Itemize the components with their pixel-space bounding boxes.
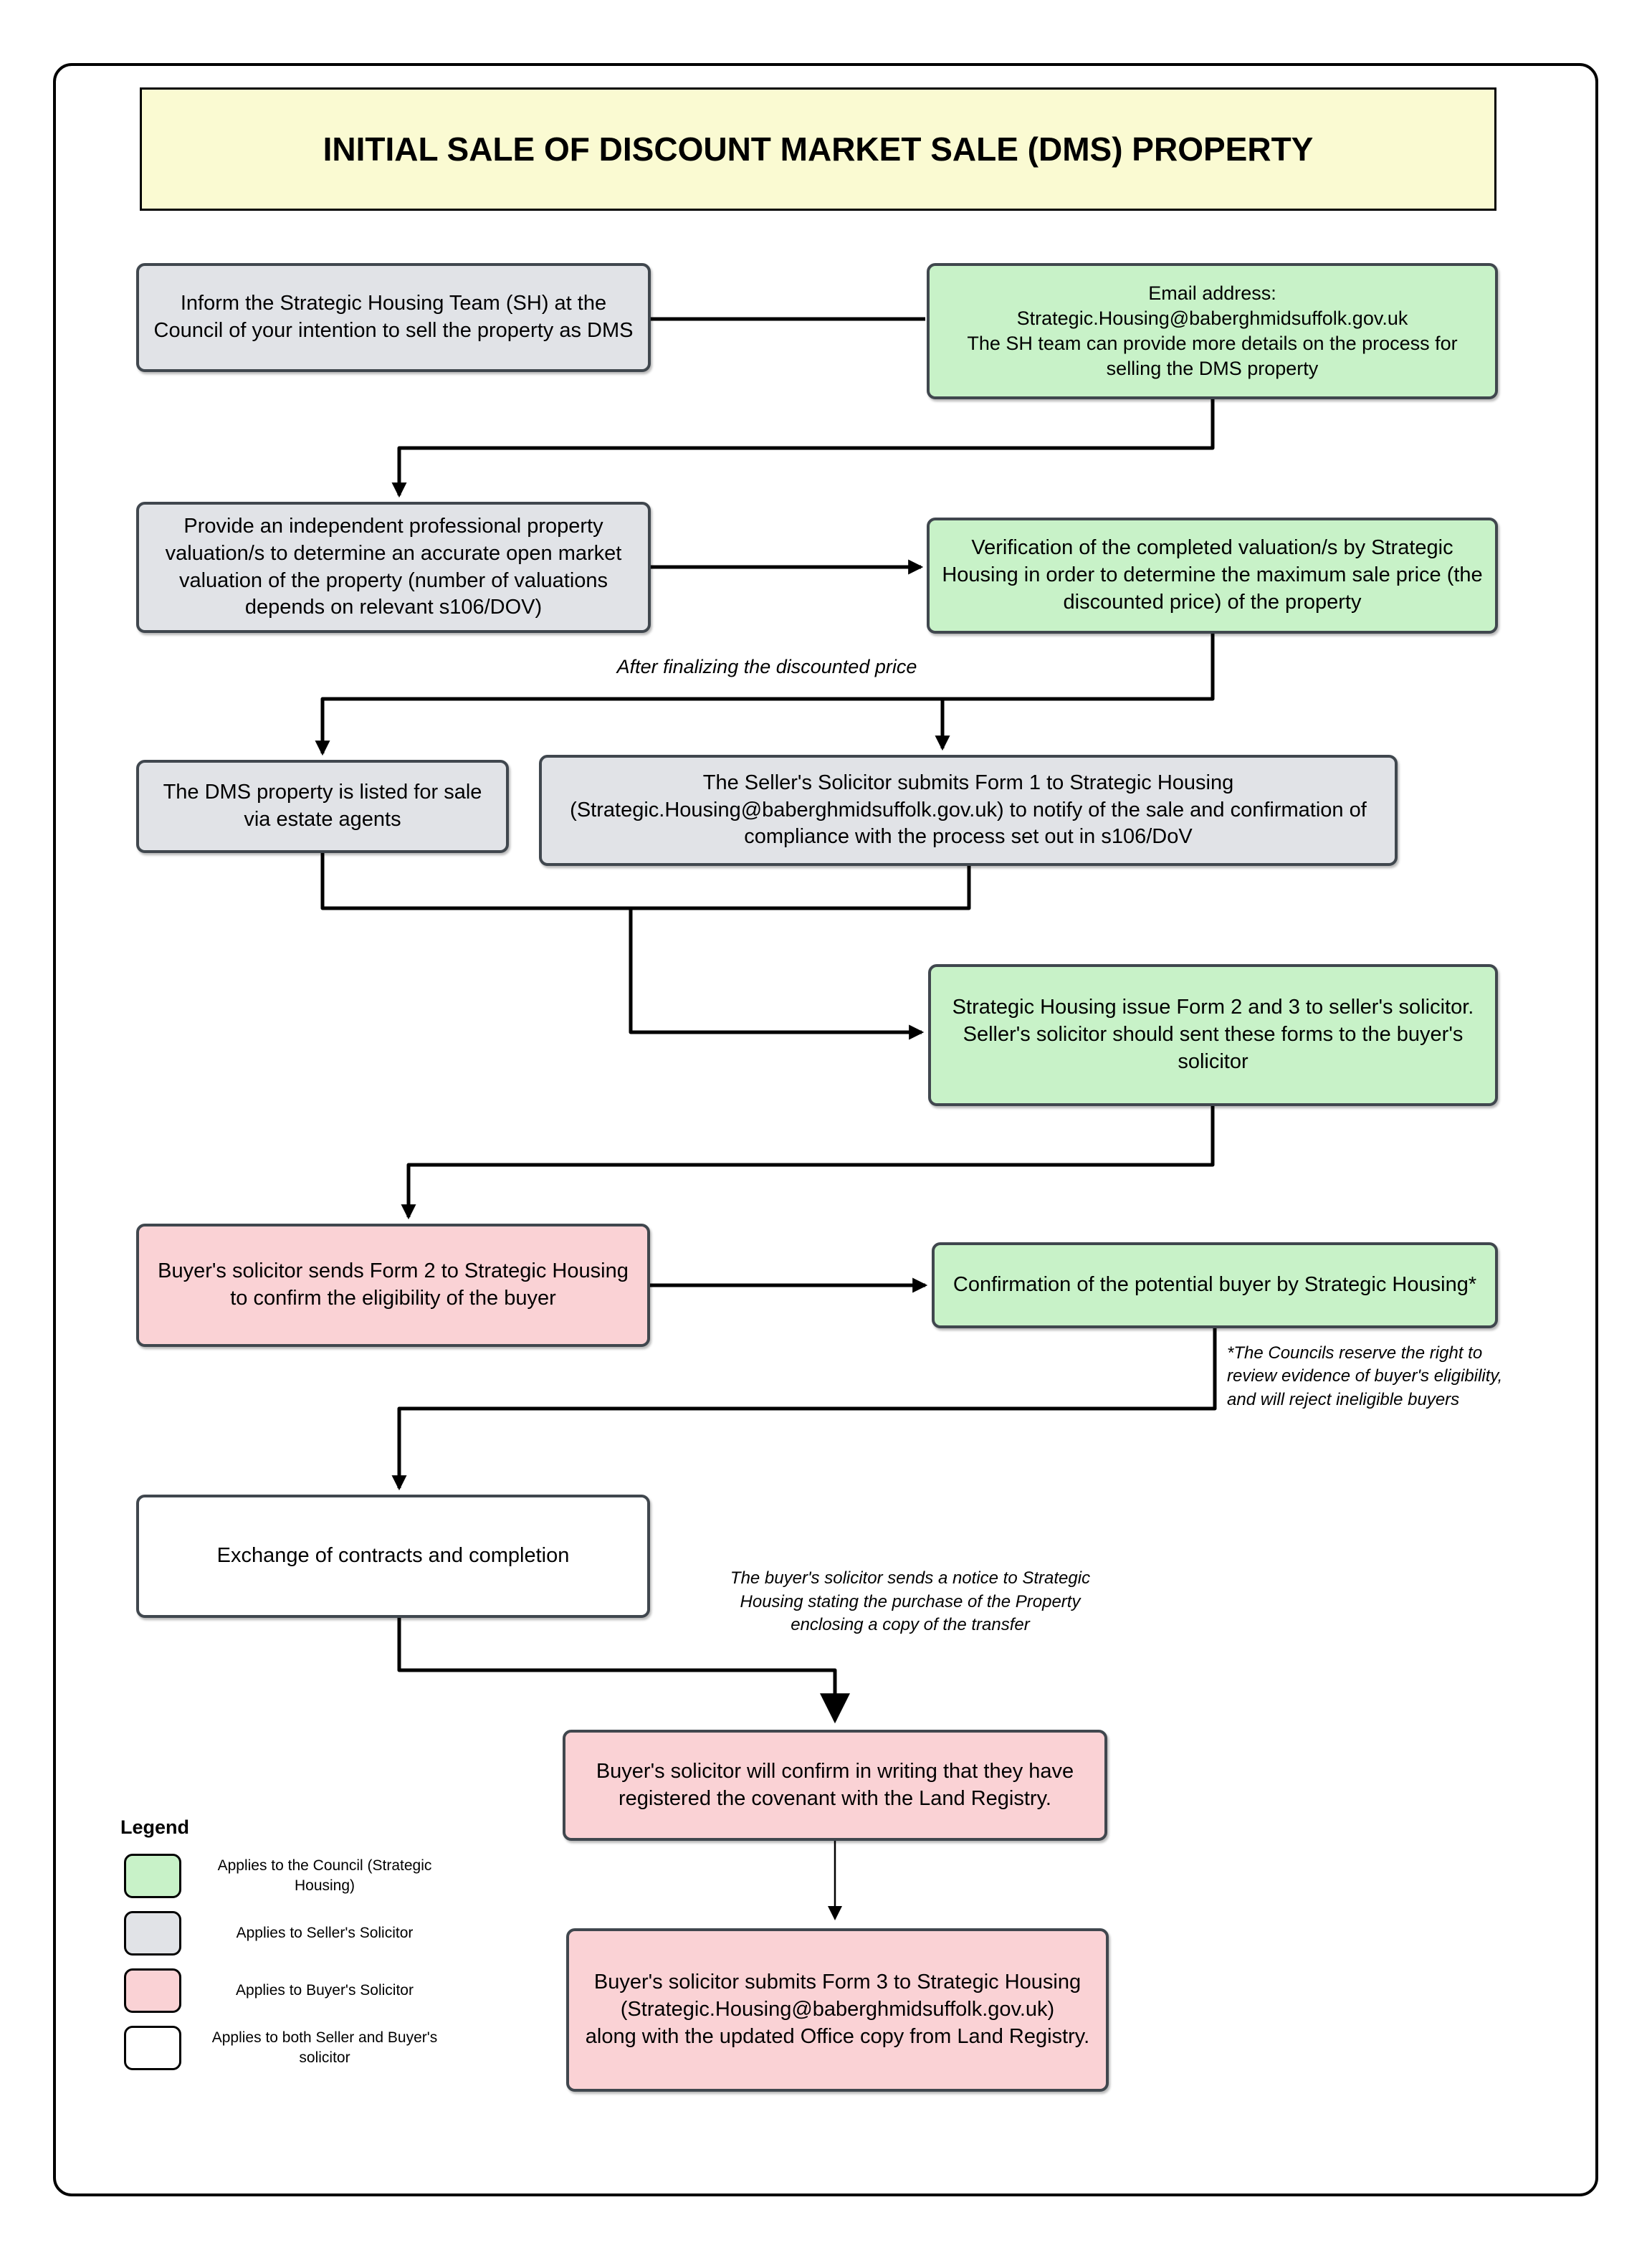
node-verification: Verification of the completed valuation/… <box>927 518 1498 634</box>
node-form2-3-issue: Strategic Housing issue Form 2 and 3 to … <box>928 964 1498 1106</box>
annotation-transfer-notice: The buyer's solicitor sends a notice to … <box>730 1568 1091 1635</box>
node-listed-for-sale: The DMS property is listed for sale via … <box>136 760 509 853</box>
node-covenant-registration: Buyer's solicitor will confirm in writin… <box>563 1730 1107 1841</box>
page-title: INITIAL SALE OF DISCOUNT MARKET SALE (DM… <box>140 87 1496 211</box>
legend-swatch-both <box>124 2026 181 2070</box>
node-form2-eligibility: Buyer's solicitor sends Form 2 to Strate… <box>136 1224 650 1347</box>
node-exchange-completion: Exchange of contracts and completion <box>136 1495 650 1618</box>
node-form1-submission: The Seller's Solicitor submits Form 1 to… <box>539 755 1398 866</box>
node-valuation: Provide an independent professional prop… <box>136 502 651 633</box>
legend-label-both: Applies to both Seller and Buyer's solic… <box>211 2029 438 2066</box>
legend-swatch-council <box>124 1854 181 1898</box>
node-form3-submission: Buyer's solicitor submits Form 3 to Stra… <box>566 1928 1109 2092</box>
node-email-info: Email address: Strategic.Housing@babergh… <box>927 263 1498 399</box>
annotation-eligibility-note: *The Councils reserve the right to revie… <box>1227 1343 1503 1409</box>
legend-swatch-buyer <box>124 1968 181 2013</box>
node-inform-sh: Inform the Strategic Housing Team (SH) a… <box>136 263 651 372</box>
legend-title: Legend <box>120 1816 190 1838</box>
legend-label-seller: Applies to Seller's Solicitor <box>236 1924 414 1941</box>
legend-label-buyer: Applies to Buyer's Solicitor <box>236 1981 414 1999</box>
legend-swatch-seller <box>124 1911 181 1956</box>
legend-label-council: Applies to the Council (Strategic Housin… <box>217 1857 432 1894</box>
node-buyer-confirmation: Confirmation of the potential buyer by S… <box>932 1242 1498 1328</box>
annotation-after-price: After finalizing the discounted price <box>616 655 917 677</box>
